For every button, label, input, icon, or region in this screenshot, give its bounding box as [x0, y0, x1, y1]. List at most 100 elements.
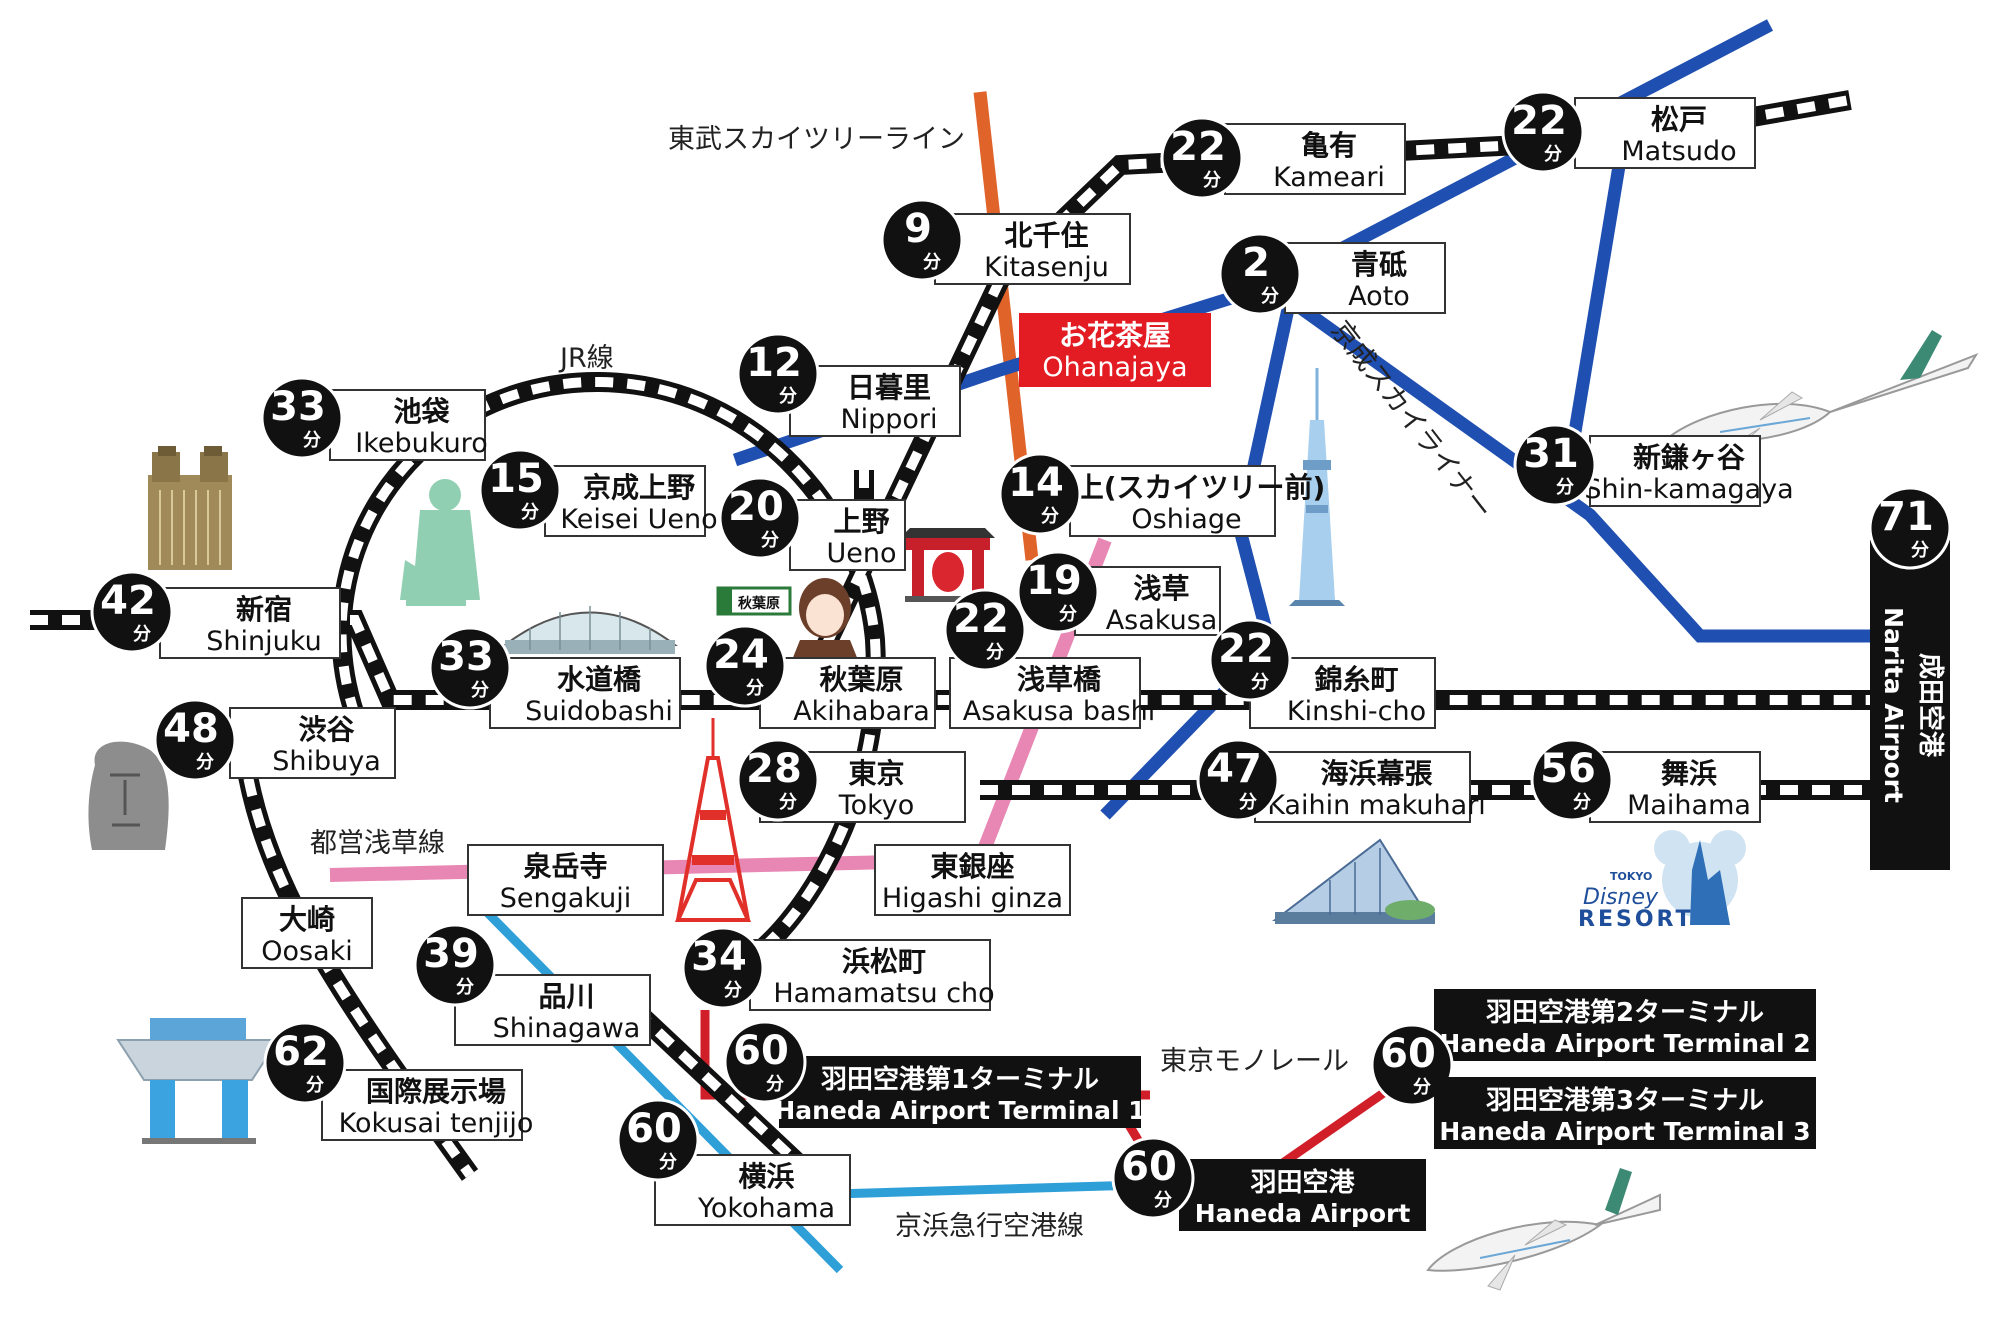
keikyu-label: 京浜急行空港線	[895, 1211, 1084, 1242]
station-keisei_ueno-jp: 京成上野	[583, 471, 695, 504]
station-shinjuku-box	[159, 587, 341, 659]
station-shibuya-en: Shibuya	[272, 746, 381, 777]
minutes-badge	[90, 570, 174, 654]
minutes-badge	[880, 198, 964, 282]
station-matsudo-box	[1574, 97, 1756, 169]
station-shin_kamagaya-en: Shin-kamagaya	[1584, 474, 1793, 505]
station-narita-minutes: 71分	[1868, 486, 1952, 570]
station-sengakuji-jp: 泉岳寺	[523, 850, 607, 883]
minutes-unit: 分	[746, 678, 764, 699]
disney-logo-script: Disney	[1583, 885, 1659, 910]
monorail-label: 東京モノレール	[1160, 1046, 1349, 1077]
minutes-value: 24	[713, 632, 769, 678]
station-haneda_t3-jp: 羽田空港第3ターミナル	[1486, 1085, 1764, 1116]
station-oshiage-minutes: 14分	[998, 452, 1082, 536]
minutes-unit: 分	[1203, 170, 1221, 191]
minutes-badge	[263, 1021, 347, 1105]
station-shinagawa-minutes: 39分	[413, 923, 497, 1007]
minutes-badge	[1218, 232, 1302, 316]
station-haneda_t2-minutes: 60分	[1370, 1023, 1454, 1107]
disney-logo-bottom: RESORT	[1578, 907, 1693, 932]
minutes-value: 34	[691, 934, 747, 980]
skytree-icon	[1289, 368, 1345, 606]
keisei-skyliner-line	[1266, 280, 1870, 643]
kaminarimon-icon	[900, 528, 995, 602]
keikyu-airport-line	[799, 1180, 1141, 1200]
station-akihabara-minutes: 24分	[703, 624, 787, 708]
station-suidobashi-minutes: 33分	[428, 626, 512, 710]
station-asakusa-jp: 浅草	[1133, 572, 1189, 605]
station-kitasenju-en: Kitasenju	[984, 252, 1109, 283]
station-haneda-jp: 羽田空港	[1250, 1167, 1355, 1198]
minutes-badge	[413, 923, 497, 1007]
station-matsudo-jp: 松戸	[1651, 103, 1707, 136]
minutes-badge	[478, 448, 562, 532]
station-asakusa-en: Asakusa	[1106, 605, 1218, 636]
asakusa-line-label: 都営浅草線	[310, 828, 445, 859]
minutes-value: 56	[1540, 746, 1596, 792]
station-higashiginza-jp: 東銀座	[930, 850, 1014, 883]
station-oosaki-jp: 大崎	[279, 903, 335, 936]
station-haneda_t3-en: Haneda Airport Terminal 3	[1439, 1117, 1810, 1146]
minutes-value: 2	[1242, 240, 1270, 286]
minutes-value: 9	[904, 206, 932, 252]
minutes-value: 22	[1170, 124, 1226, 170]
minutes-unit: 分	[303, 430, 321, 451]
station-shin_kamagaya-jp: 新鎌ヶ谷	[1633, 441, 1746, 474]
saigo-statue-icon	[400, 479, 480, 606]
station-suidobashi-en: Suidobashi	[525, 696, 673, 727]
station-haneda-en: Haneda Airport	[1195, 1199, 1411, 1228]
minutes-badge	[1196, 738, 1280, 822]
minutes-badge	[681, 926, 765, 1010]
keisei-oshiage-line	[1100, 298, 1297, 820]
station-aoto-minutes: 2分	[1218, 232, 1302, 316]
minutes-badge	[1513, 423, 1597, 507]
big-sight-icon	[116, 1018, 280, 1144]
station-hamamatsucho-box	[749, 939, 991, 1011]
minutes-value: 28	[746, 746, 802, 792]
tocho-building-icon	[148, 446, 232, 570]
minutes-value: 31	[1523, 431, 1579, 477]
minutes-unit: 分	[1154, 1190, 1172, 1211]
station-kaihin-minutes: 47分	[1196, 738, 1280, 822]
station-keisei_ueno-en: Keisei Ueno	[560, 504, 717, 535]
minutes-value: 12	[746, 340, 802, 386]
station-sengakuji-box	[467, 844, 664, 916]
station-oshiage-jp: 押上(スカイツリー前)	[1048, 471, 1326, 504]
minutes-badge	[1111, 1136, 1195, 1220]
minutes-unit: 分	[766, 1074, 784, 1095]
